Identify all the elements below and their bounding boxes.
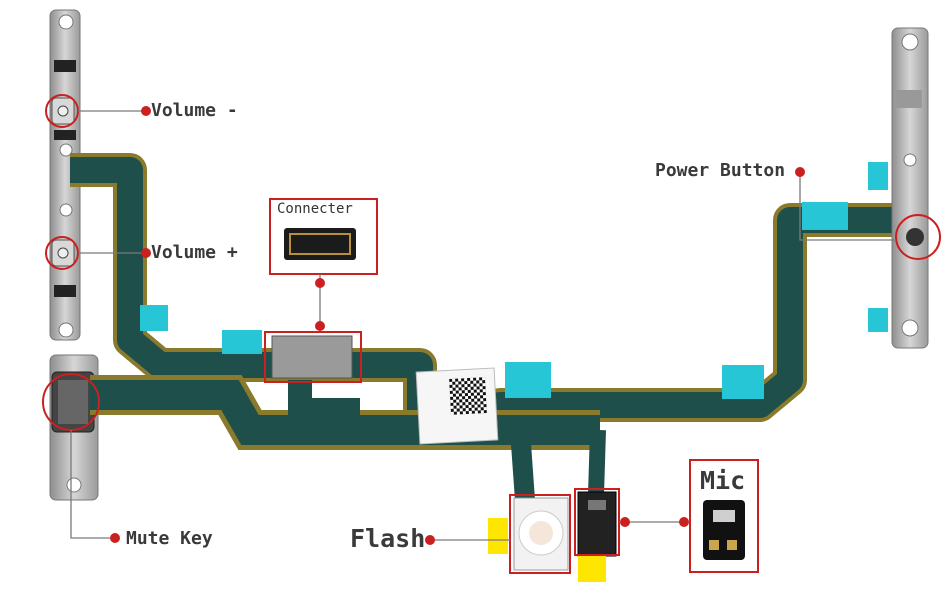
volume-minus-label: Volume - (151, 100, 238, 121)
flash-label: Flash (350, 524, 426, 553)
volume-plus-switch (51, 239, 75, 267)
qr-sticker (415, 367, 499, 445)
flash-module (488, 497, 569, 571)
volume-minus-switch (51, 97, 75, 125)
mic-inset (689, 459, 759, 573)
board-connector (271, 335, 353, 379)
callout-dots (110, 106, 805, 545)
flash-highlight-box (509, 494, 571, 574)
connector-highlight-box (264, 331, 362, 383)
mic-label: Mic (700, 466, 746, 495)
connecter-label: Connecter (277, 201, 353, 217)
volume-plus-label: Volume + (151, 242, 238, 263)
power-button-ring (895, 214, 941, 260)
mute-key-label: Mute Key (126, 528, 213, 549)
connector-inset (269, 198, 378, 275)
power-button-label: Power Button (655, 160, 786, 181)
right-metal-bracket (891, 27, 929, 349)
mute-key-switch (51, 371, 95, 433)
mic-module (577, 491, 617, 582)
flex-cable (70, 153, 900, 501)
adhesive-tabs (140, 162, 888, 399)
